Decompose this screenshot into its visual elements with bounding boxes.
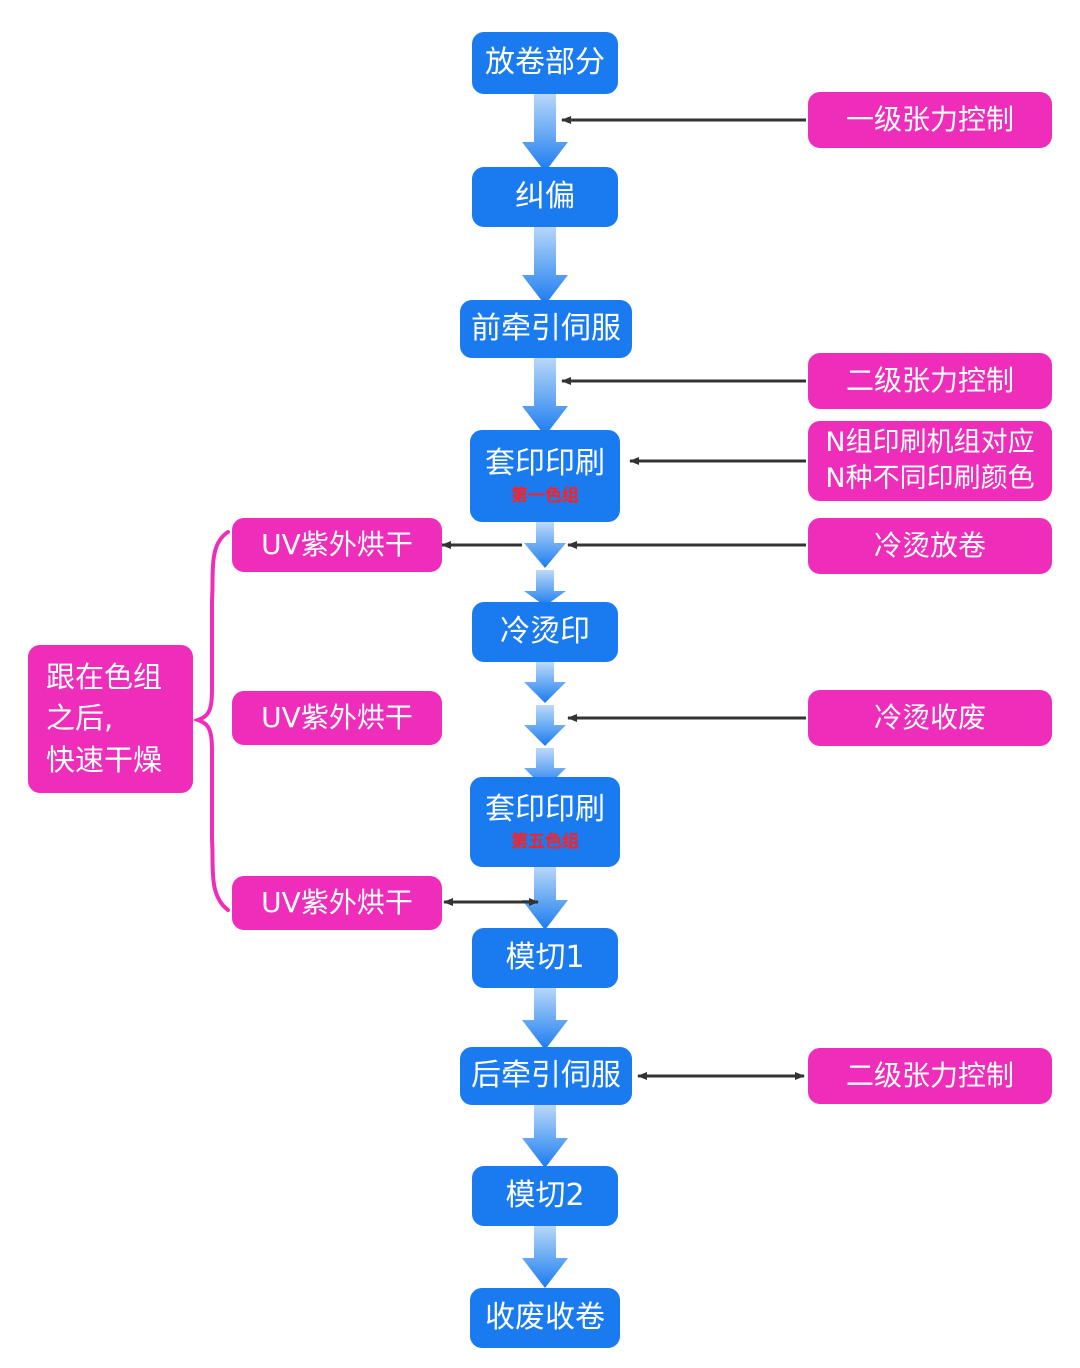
node-die-cut-1-label: 模切1 xyxy=(505,940,585,976)
node-die-cut-1[interactable]: 模切1 xyxy=(472,928,618,988)
node-print-5-label: 套印印刷 xyxy=(485,792,605,828)
flow-arrow-coldfoil-to-print5-a xyxy=(524,662,566,703)
flow-arrow-diecut1-to-rearservo xyxy=(522,986,568,1050)
node-print-1-subtitle: 第一色组 xyxy=(511,485,579,506)
node-print-1[interactable]: 套印印刷 第一色组 xyxy=(470,430,620,522)
flow-arrow-rearservo-to-diecut2 xyxy=(522,1104,568,1168)
annotation-uv-dry-3[interactable]: UV紫外烘干 xyxy=(232,876,442,930)
annotation-print-units-line-1: N组印刷机组对应 xyxy=(825,427,1035,459)
node-cold-foil-label: 冷烫印 xyxy=(500,614,590,650)
annotation-cold-waste-label: 冷烫收废 xyxy=(873,701,986,735)
annotation-tension-2a[interactable]: 二级张力控制 xyxy=(808,353,1052,409)
flow-arrow-print1-to-coldfoil-a xyxy=(524,522,566,568)
node-rewind[interactable]: 收废收卷 xyxy=(470,1288,620,1348)
flow-arrow-print1-to-coldfoil-b xyxy=(524,570,566,606)
flow-arrow-coldfoil-to-print5-b xyxy=(524,705,566,746)
annotation-cold-unwind-label: 冷烫放卷 xyxy=(873,529,986,563)
node-front-servo-label: 前牵引伺服 xyxy=(471,311,621,347)
flow-arrow-correction-to-frontservo xyxy=(522,224,568,305)
node-correction[interactable]: 纠偏 xyxy=(472,167,618,227)
node-rewind-label: 收废收卷 xyxy=(485,1300,605,1336)
node-unwind-label: 放卷部分 xyxy=(485,45,605,81)
annotation-tension-2b-label: 二级张力控制 xyxy=(845,1059,1014,1093)
annotation-cold-unwind[interactable]: 冷烫放卷 xyxy=(808,518,1052,574)
node-rear-servo[interactable]: 后牵引伺服 xyxy=(460,1047,632,1105)
annotation-tension-2b[interactable]: 二级张力控制 xyxy=(808,1048,1052,1104)
annotation-uv-dry-1[interactable]: UV紫外烘干 xyxy=(232,518,442,572)
node-print-1-label: 套印印刷 xyxy=(485,446,605,482)
note-drying-line-2: 之后, xyxy=(46,701,114,736)
node-unwind[interactable]: 放卷部分 xyxy=(472,32,618,94)
annotation-print-units-line-2: N种不同印刷颜色 xyxy=(825,463,1035,494)
node-die-cut-2-label: 模切2 xyxy=(505,1178,585,1214)
uv-group-brace xyxy=(192,530,230,912)
annotation-tension-2a-label: 二级张力控制 xyxy=(845,364,1014,398)
node-die-cut-2[interactable]: 模切2 xyxy=(472,1166,618,1226)
annotation-uv-dry-3-label: UV紫外烘干 xyxy=(261,886,413,920)
node-print-5-subtitle: 第五色组 xyxy=(511,831,579,852)
flow-arrow-unwind-to-correction xyxy=(522,92,568,172)
note-drying-line-3: 快速干燥 xyxy=(46,742,163,777)
node-correction-label: 纠偏 xyxy=(515,179,575,215)
annotation-cold-waste[interactable]: 冷烫收废 xyxy=(808,690,1052,746)
annotation-tension-1[interactable]: 一级张力控制 xyxy=(808,92,1052,148)
flow-arrow-diecut2-to-rewind xyxy=(522,1224,568,1288)
note-drying[interactable]: 跟在色组 之后, 快速干燥 xyxy=(28,645,193,793)
node-rear-servo-label: 后牵引伺服 xyxy=(471,1058,621,1094)
annotation-uv-dry-2-label: UV紫外烘干 xyxy=(261,701,413,735)
annotation-uv-dry-2[interactable]: UV紫外烘干 xyxy=(232,691,442,745)
flow-arrow-print5-to-diecut1 xyxy=(522,865,568,930)
annotation-tension-1-label: 一级张力控制 xyxy=(845,103,1014,137)
flow-arrow-frontservo-to-print1 xyxy=(522,356,568,436)
annotation-uv-dry-1-label: UV紫外烘干 xyxy=(261,528,413,562)
annotation-print-units[interactable]: N组印刷机组对应 N种不同印刷颜色 xyxy=(808,421,1052,501)
note-drying-line-1: 跟在色组 xyxy=(46,660,163,695)
node-front-servo[interactable]: 前牵引伺服 xyxy=(460,300,632,358)
node-print-5[interactable]: 套印印刷 第五色组 xyxy=(470,777,620,867)
node-cold-foil[interactable]: 冷烫印 xyxy=(472,602,618,662)
